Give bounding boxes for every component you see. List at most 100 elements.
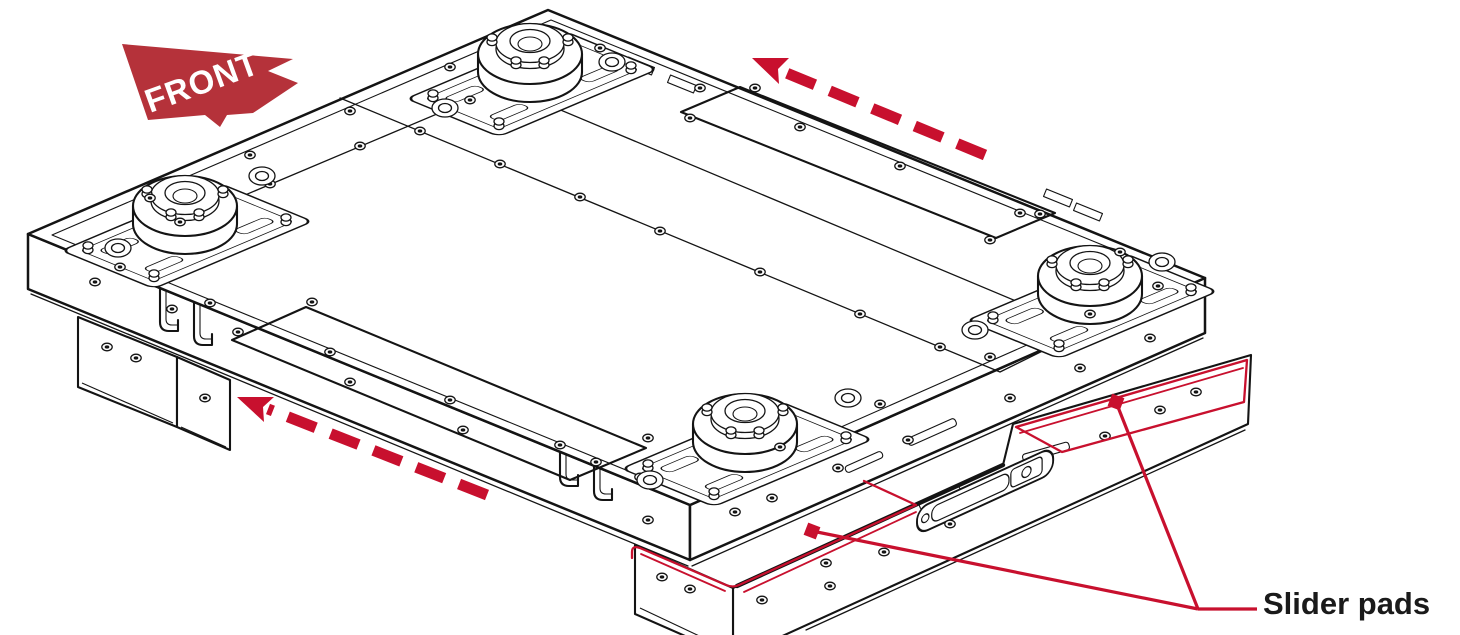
edge-tab — [1072, 202, 1104, 222]
slider-pad-highlight-front — [630, 479, 918, 588]
screw-icon — [756, 595, 768, 605]
square-callout-marker — [1107, 393, 1125, 411]
screw-icon — [444, 62, 456, 72]
edge-tab — [1042, 188, 1074, 208]
screw-icon — [457, 425, 469, 435]
screw-icon — [306, 297, 318, 307]
screw-icon — [1074, 363, 1086, 373]
screw-icon — [832, 463, 844, 473]
plate-top — [26, 8, 1207, 507]
screw-icon — [1004, 393, 1016, 403]
screw-icon — [594, 43, 606, 53]
slider-pads-callout — [803, 393, 1257, 611]
left-foot-side — [175, 355, 232, 452]
screw-icon — [464, 95, 476, 105]
countersunk-hole-icon — [431, 98, 459, 118]
screw-icon — [1034, 209, 1046, 219]
screw-icon — [590, 457, 602, 467]
screw-icon — [174, 217, 186, 227]
screw-icon — [642, 433, 654, 443]
screw-icon — [354, 141, 366, 151]
screw-icon — [824, 581, 836, 591]
screw-icon — [944, 519, 956, 529]
screw-icon — [232, 327, 244, 337]
screw-icon — [344, 106, 356, 116]
arrowhead-icon — [752, 58, 789, 84]
screw-icon — [656, 572, 668, 582]
countersunk-hole-icon — [1148, 252, 1176, 272]
screw-icon — [1084, 309, 1096, 319]
screw-icon — [874, 399, 886, 409]
screw-icon — [494, 159, 506, 169]
screw-icon — [1190, 387, 1202, 397]
slider-pads-label: Slider pads — [1263, 586, 1431, 621]
screw-icon — [684, 113, 696, 123]
rail-bottom-lip — [805, 429, 1246, 631]
slider-pad-highlights — [630, 358, 1249, 593]
screw-icon — [89, 277, 101, 287]
screw-icon — [984, 352, 996, 362]
screw-icon — [854, 309, 866, 319]
screw-icon — [444, 395, 456, 405]
screw-icon — [1144, 333, 1156, 343]
screw-icon — [1114, 247, 1126, 257]
screw-icon — [144, 193, 156, 203]
screw-icon — [1014, 208, 1026, 218]
screw-icon — [684, 584, 696, 594]
slide-latch-hardware — [916, 449, 1055, 533]
screw-icon — [1154, 405, 1166, 415]
front-direction-arrow: FRONT — [122, 44, 298, 127]
side-slot — [844, 451, 884, 473]
screw-icon — [774, 442, 786, 452]
callout-line-front-pad — [811, 529, 1199, 611]
screw-icon — [894, 161, 906, 171]
dashed-slide-direction-arrow — [769, 61, 988, 161]
slider-pad-highlight-right — [1014, 358, 1249, 454]
screw-icon — [204, 298, 216, 308]
screw-icon — [902, 435, 914, 445]
square-callout-marker — [803, 522, 821, 540]
screw-icon — [878, 547, 890, 557]
front-arrow-icon — [122, 44, 298, 127]
screw-icon — [324, 347, 336, 357]
screw-icon — [244, 150, 256, 160]
top-cutout-left — [230, 305, 648, 482]
screw-icon — [749, 83, 761, 93]
screw-icon — [199, 393, 211, 403]
screw-icon — [1152, 281, 1164, 291]
countersunk-hole-icon — [104, 238, 132, 258]
countersunk-hole-icon — [598, 52, 626, 72]
front-foot-lip — [639, 607, 699, 635]
screw-icon — [554, 440, 566, 450]
screw-icon — [114, 262, 126, 272]
screw-icon — [984, 235, 996, 245]
slider-pad-highlight-right-echo — [1019, 367, 1244, 434]
countersunk-hole-icon — [961, 320, 989, 340]
screw-icon — [754, 267, 766, 277]
screw-icon — [820, 558, 832, 568]
screw-icon — [642, 515, 654, 525]
screw-icon — [794, 122, 806, 132]
screw-icon — [729, 507, 741, 517]
callout-line-right-pad — [1114, 401, 1200, 610]
slider-pad-highlight-front-echo — [640, 511, 917, 593]
plate-top-face — [26, 8, 1207, 507]
screw-icon — [654, 226, 666, 236]
dashed-slide-direction-arrow — [265, 403, 490, 501]
plate-side-echo — [30, 293, 1204, 567]
arrowhead-icon — [237, 397, 274, 422]
slide-direction-arrow-bottom — [237, 397, 490, 501]
screw-icon — [414, 126, 426, 136]
screw-icon — [101, 342, 113, 352]
screw-icon — [574, 192, 586, 202]
countersunk-hole-icon — [248, 166, 276, 186]
screw-icon — [766, 493, 778, 503]
slide-direction-arrow-top — [752, 58, 988, 161]
screw-icon — [166, 304, 178, 314]
left-foot-lip — [81, 382, 227, 448]
screw-icon — [694, 83, 706, 93]
countersunk-hole-icon — [834, 388, 862, 408]
screw-icon — [130, 353, 142, 363]
